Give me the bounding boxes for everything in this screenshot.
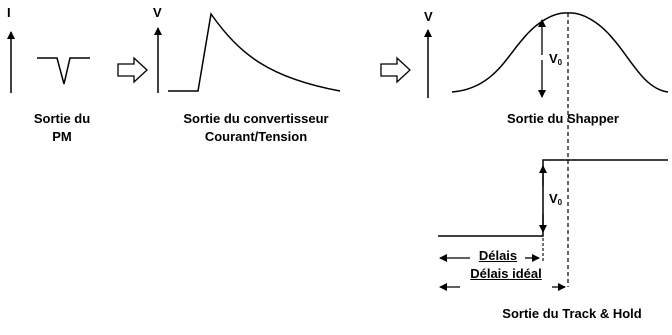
pm-caption-line2: PM [52, 129, 72, 144]
th-amplitude-label: V0 [549, 191, 563, 208]
hollow-arrow-2-icon [380, 56, 411, 84]
track-hold-caption: Sortie du Track & Hold [502, 306, 642, 321]
delay-label: Délais [478, 248, 518, 263]
pm-caption-line1: Sortie du [33, 111, 91, 126]
shaper-caption: Sortie du Shapper [507, 111, 619, 126]
pm-pulse-waveform [37, 57, 90, 85]
track-hold-waveform [438, 159, 668, 237]
shaper-axis-label: V [424, 9, 433, 24]
converter-axis-label: V [153, 5, 162, 20]
shaper-amplitude-label: V0 [549, 51, 563, 68]
ideal-delay-label: Délais idéal [470, 266, 542, 281]
hollow-arrow-1-icon [117, 56, 148, 84]
converter-caption-line2: Courant/Tension [204, 129, 308, 144]
converter-caption-line1: Sortie du convertisseur [183, 111, 329, 126]
converter-waveform [168, 12, 341, 92]
pm-axis-label: I [7, 5, 11, 20]
